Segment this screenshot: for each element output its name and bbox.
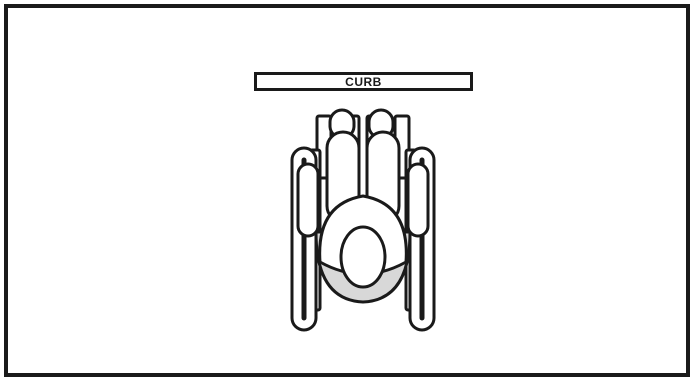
right-arm bbox=[406, 162, 430, 238]
curb-label: CURB bbox=[345, 74, 382, 89]
curb-bar: CURB bbox=[254, 72, 473, 91]
left-arm bbox=[296, 162, 320, 238]
head bbox=[339, 225, 387, 289]
